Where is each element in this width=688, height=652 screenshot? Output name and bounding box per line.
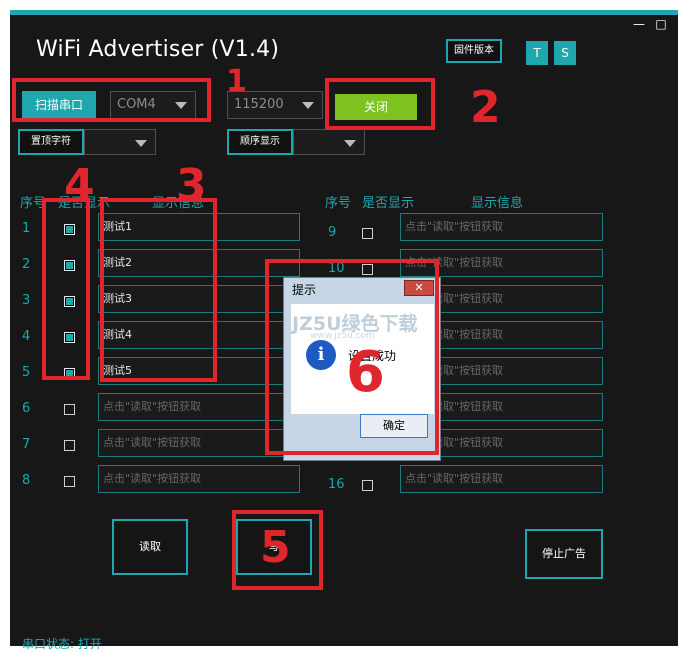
header-info-right: 显示信息 — [471, 196, 524, 211]
row-index: 6 — [22, 401, 31, 416]
header-index-right: 序号 — [325, 196, 352, 211]
show-checkbox[interactable] — [64, 332, 75, 343]
annotation-box-5 — [232, 510, 323, 590]
header-show-right: 是否显示 — [362, 196, 415, 211]
port-select-value: COM4 — [117, 97, 156, 112]
show-checkbox[interactable] — [64, 296, 75, 307]
minimize-button[interactable]: — — [633, 17, 645, 31]
annotation-number-1: 1 — [226, 64, 247, 99]
port-select[interactable]: COM4 — [110, 91, 196, 119]
baud-select[interactable]: 115200 — [227, 91, 323, 119]
annotation-box-4 — [42, 198, 90, 380]
watermark-text: JZ5U绿色下载 — [292, 313, 418, 335]
show-checkbox[interactable] — [64, 260, 75, 271]
chevron-down-icon — [175, 102, 187, 109]
dialog-message: 设置成功 — [348, 349, 397, 363]
row-index: 1 — [22, 221, 31, 236]
row-index: 10 — [328, 261, 345, 276]
window-title: WiFi Advertiser (V1.4) — [36, 37, 280, 62]
baud-select-value: 115200 — [234, 97, 284, 112]
stop-ad-button[interactable]: 停止广告 — [525, 529, 603, 579]
info-icon: i — [306, 340, 336, 370]
row-index: 8 — [22, 473, 31, 488]
row-index: 3 — [22, 293, 31, 308]
info-field[interactable]: 点击"读取"按钮获取 — [400, 213, 603, 241]
row-index: 9 — [328, 225, 337, 240]
watermark-url: www.jz5u.com — [310, 331, 375, 341]
message-dialog: 提示 ✕ i 设置成功 确定 — [283, 277, 441, 461]
chevron-down-icon — [135, 140, 147, 147]
info-field[interactable]: 点击"读取"按钮获取 — [98, 465, 300, 493]
annotation-box-1 — [12, 78, 211, 122]
row-index: 4 — [22, 329, 31, 344]
show-checkbox[interactable] — [64, 224, 75, 235]
row-index: 16 — [328, 477, 345, 492]
maximize-button[interactable]: □ — [655, 17, 667, 31]
show-checkbox[interactable] — [64, 440, 75, 451]
s-button[interactable]: S — [554, 41, 576, 65]
row-index: 5 — [22, 365, 31, 380]
annotation-number-5: 5 — [260, 522, 291, 573]
annotation-number-4: 4 — [64, 160, 95, 211]
read-button[interactable]: 读取 — [112, 519, 188, 575]
show-checkbox[interactable] — [362, 264, 373, 275]
annotation-box-6 — [265, 259, 439, 455]
row-index: 7 — [22, 437, 31, 452]
pin-char-label: 置顶字符 — [18, 129, 84, 155]
close-port-button[interactable]: 关闭 — [335, 94, 417, 120]
header-index-left: 序号 — [20, 196, 47, 211]
scan-port-button[interactable]: 扫描串口 — [22, 91, 96, 119]
pin-char-select[interactable] — [84, 129, 156, 155]
write-button[interactable]: 写 — [236, 519, 312, 575]
annotation-number-6: 6 — [346, 340, 385, 405]
show-checkbox[interactable] — [362, 228, 373, 239]
info-field[interactable]: 测试1 — [98, 213, 300, 241]
order-display-label: 顺序显示 — [227, 129, 293, 155]
annotation-box-3 — [100, 198, 217, 382]
dialog-ok-button[interactable]: 确定 — [360, 414, 428, 438]
annotation-number-2: 2 — [470, 82, 501, 133]
show-checkbox[interactable] — [64, 404, 75, 415]
show-checkbox[interactable] — [64, 476, 75, 487]
order-display-select[interactable] — [293, 129, 365, 155]
chevron-down-icon — [302, 102, 314, 109]
firmware-version-button[interactable]: 固件版本 — [446, 39, 502, 63]
dialog-title: 提示 — [292, 283, 317, 297]
serial-status: 串口状态: 打开 — [22, 637, 102, 651]
dialog-close-button[interactable]: ✕ — [404, 280, 434, 296]
t-button[interactable]: T — [526, 41, 548, 65]
show-checkbox[interactable] — [362, 480, 373, 491]
row-index: 2 — [22, 257, 31, 272]
annotation-box-2 — [325, 78, 435, 130]
info-field[interactable]: 点击"读取"按钮获取 — [400, 465, 603, 493]
chevron-down-icon — [344, 140, 356, 147]
annotation-number-3: 3 — [176, 160, 207, 211]
